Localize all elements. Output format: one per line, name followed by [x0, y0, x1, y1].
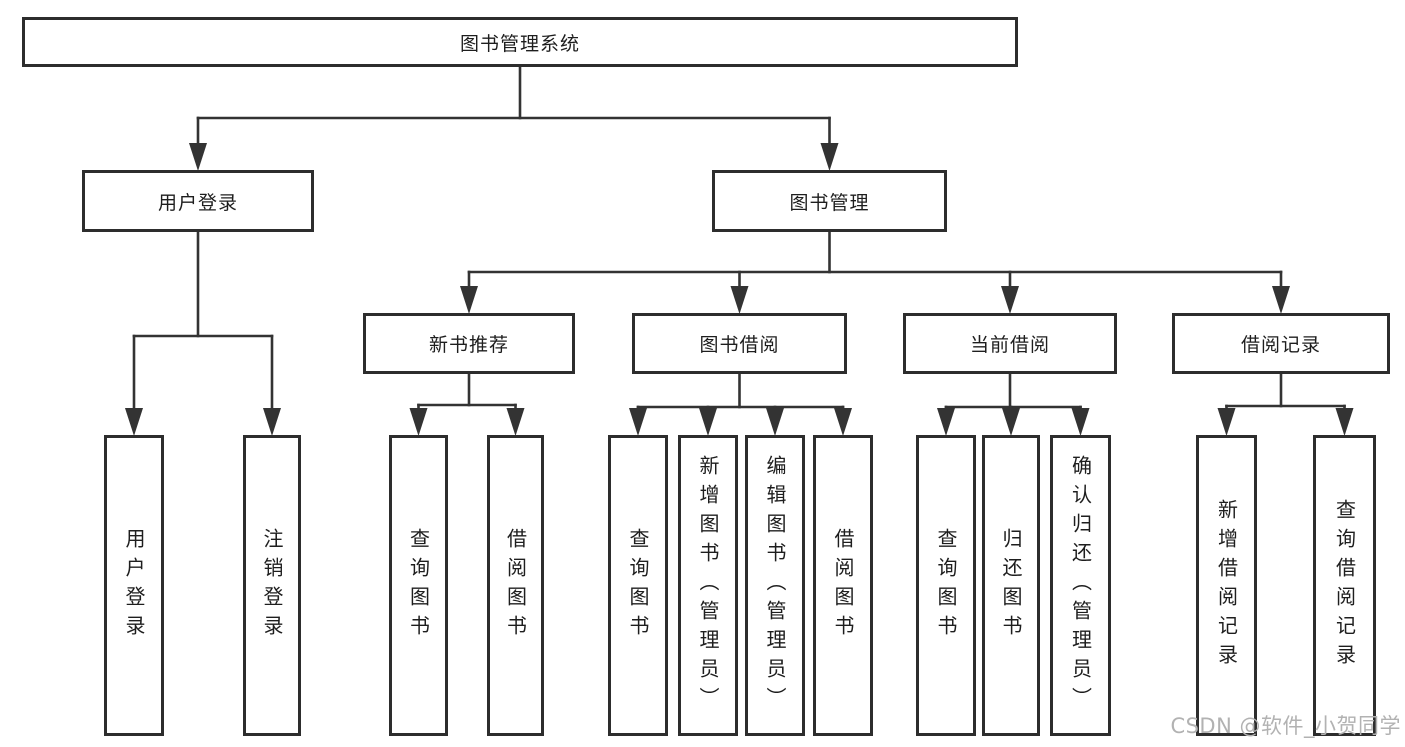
node-label-borrow-records: 借阅记录 — [1240, 334, 1321, 356]
node-label-leaf-add-record: 新增借阅记录 — [1214, 498, 1239, 673]
arrowhead-icon — [1001, 286, 1019, 314]
arrowhead-icon — [937, 408, 955, 436]
node-label-user-login: 用户登录 — [157, 191, 238, 214]
node-label-leaf-confirm-return: 确认归还（管理员） — [1068, 455, 1093, 716]
arrowhead-icon — [1071, 408, 1090, 436]
arrowhead-icon — [629, 408, 647, 436]
node-root: 图书管理系统 — [22, 17, 1018, 67]
arrowhead-icon — [125, 408, 143, 436]
node-label-leaf-query-book-3: 查询图书 — [934, 527, 958, 644]
arrowhead-icon — [730, 286, 749, 314]
arrowhead-icon — [820, 143, 839, 171]
node-leaf-query-book-3: 查询图书 — [916, 435, 976, 736]
node-label-new-book-rec: 新书推荐 — [428, 334, 509, 356]
arrowhead-icon — [1335, 408, 1354, 436]
arrowhead-icon — [263, 408, 281, 436]
node-book-mgmt: 图书管理 — [712, 170, 947, 232]
arrowhead-icon — [1217, 408, 1236, 436]
node-label-leaf-return-book: 归还图书 — [999, 527, 1023, 644]
arrowhead-icon — [699, 408, 717, 436]
node-new-book-rec: 新书推荐 — [363, 313, 575, 374]
arrowhead-icon — [460, 286, 478, 314]
node-leaf-borrow-book-1: 借阅图书 — [487, 435, 544, 736]
node-leaf-query-record: 查询借阅记录 — [1313, 435, 1376, 736]
arrowhead-icon — [766, 408, 784, 436]
node-label-leaf-user-login: 用户登录 — [122, 527, 146, 644]
node-leaf-confirm-return: 确认归还（管理员） — [1050, 435, 1111, 736]
node-current-borrow: 当前借阅 — [903, 313, 1117, 374]
node-label-root: 图书管理系统 — [459, 32, 580, 55]
node-label-leaf-borrow-book-1: 借阅图书 — [503, 527, 528, 644]
node-leaf-add-record: 新增借阅记录 — [1196, 435, 1257, 736]
arrowhead-icon — [834, 408, 852, 436]
node-label-book-mgmt: 图书管理 — [789, 191, 870, 214]
node-leaf-query-book-1: 查询图书 — [389, 435, 448, 736]
arrowhead-icon — [1272, 286, 1290, 314]
node-leaf-edit-book: 编辑图书（管理员） — [745, 435, 805, 736]
node-borrow-records: 借阅记录 — [1172, 313, 1390, 374]
arrowhead-icon — [1002, 408, 1020, 436]
csdn-watermark: CSDN @软件_小贺同学 — [1170, 714, 1401, 738]
arrowhead-icon — [409, 408, 428, 436]
node-label-leaf-add-book: 新增图书（管理员） — [696, 455, 720, 716]
node-user-login: 用户登录 — [82, 170, 314, 232]
node-leaf-add-book: 新增图书（管理员） — [678, 435, 738, 736]
node-label-leaf-edit-book: 编辑图书（管理员） — [763, 455, 787, 716]
node-label-current-borrow: 当前借阅 — [969, 334, 1050, 356]
node-label-book-borrow: 图书借阅 — [699, 334, 780, 356]
arrowhead-icon — [506, 408, 525, 436]
arrowhead-icon — [189, 143, 207, 171]
node-label-leaf-logout: 注销登录 — [260, 527, 284, 644]
node-leaf-logout: 注销登录 — [243, 435, 301, 736]
node-label-leaf-query-book-1: 查询图书 — [406, 527, 431, 644]
node-leaf-user-login: 用户登录 — [104, 435, 164, 736]
node-label-leaf-query-book-2: 查询图书 — [626, 527, 650, 644]
node-book-borrow: 图书借阅 — [632, 313, 847, 374]
node-leaf-return-book: 归还图书 — [982, 435, 1040, 736]
node-leaf-borrow-book-2: 借阅图书 — [813, 435, 873, 736]
node-leaf-query-book-2: 查询图书 — [608, 435, 668, 736]
node-label-leaf-borrow-book-2: 借阅图书 — [831, 527, 855, 644]
node-label-leaf-query-record: 查询借阅记录 — [1332, 498, 1357, 673]
